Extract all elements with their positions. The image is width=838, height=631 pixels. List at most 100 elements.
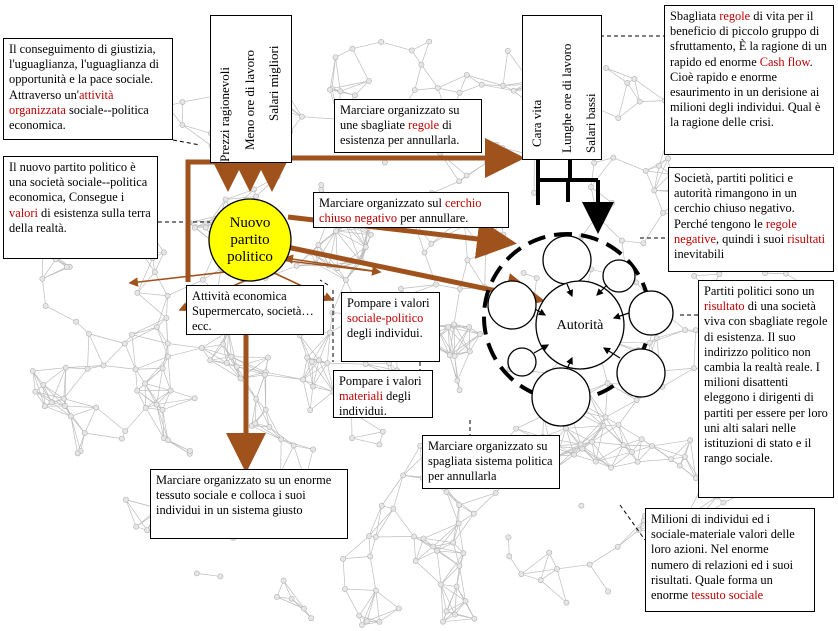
network-node [428, 240, 435, 247]
network-node [470, 510, 477, 517]
network-node [40, 382, 47, 388]
label-long-hours: Lunghe ore di lavoro [559, 43, 574, 153]
network-node [614, 543, 621, 550]
network-node [253, 396, 260, 402]
network-node [290, 442, 297, 449]
box-marciare-sistema: Marciare organizzato su spagliata sistem… [422, 435, 560, 489]
network-node [378, 502, 385, 509]
network-node [307, 407, 314, 414]
box-pompare-materiali: Pompare i valori materiali degli individ… [333, 370, 433, 418]
network-node [372, 587, 379, 594]
network-node [365, 78, 372, 84]
network-node [337, 88, 344, 95]
network-node [308, 615, 315, 622]
network-node [454, 377, 461, 384]
network-node [646, 339, 653, 346]
network-node [440, 618, 446, 625]
new-party-label: Nuovo partito politico [227, 215, 273, 265]
network-node [62, 403, 68, 409]
network-node [586, 561, 593, 568]
satellite-circle [507, 347, 537, 377]
network-node [720, 499, 727, 506]
network-node [159, 406, 166, 413]
network-node [252, 420, 259, 427]
network-node [478, 81, 485, 88]
network-node [265, 354, 271, 361]
box-marciare-regole: Marciare organizzato su une sbagliate re… [334, 99, 482, 153]
network-node [142, 380, 148, 387]
network-node [665, 155, 672, 162]
network-node [376, 618, 383, 625]
network-node [163, 315, 170, 321]
network-node [63, 264, 70, 270]
network-node [81, 430, 88, 436]
network-node [455, 520, 462, 527]
satellite-circle [542, 235, 592, 285]
label-better-salaries: Salari migliori [266, 45, 281, 121]
label-reasonable-prices: Prezzi ragionevoli [217, 67, 232, 162]
network-node [651, 187, 658, 194]
network-node [456, 387, 463, 393]
network-node [222, 196, 229, 203]
network-node [453, 583, 460, 590]
network-node [653, 335, 660, 341]
network-node [39, 275, 46, 282]
authority-label: Autorità [556, 318, 604, 333]
network-node [29, 368, 36, 375]
box-nuovo-partito: Il nuovo partito politico è una società … [3, 156, 158, 259]
network-node [151, 269, 158, 276]
network-node [133, 523, 140, 530]
network-node [492, 490, 499, 496]
network-node [636, 98, 643, 105]
network-node [266, 423, 273, 430]
network-node [640, 240, 647, 247]
network-node [400, 472, 406, 479]
network-node [687, 437, 694, 444]
network-node [615, 421, 622, 428]
network-node [563, 599, 570, 606]
satellite-circle [616, 348, 666, 398]
network-node [376, 441, 383, 448]
network-node [262, 406, 269, 413]
network-node [191, 224, 198, 231]
network-node [164, 340, 171, 347]
network-node [85, 330, 92, 337]
network-node [153, 324, 160, 331]
network-node [591, 159, 598, 166]
network-node [134, 289, 141, 296]
label-fewer-hours: Meno ore di lavoro [242, 49, 257, 150]
network-node [164, 292, 171, 299]
network-node [340, 555, 346, 562]
network-node [463, 72, 470, 78]
network-node [280, 577, 287, 584]
network-node [118, 435, 125, 442]
bad-conditions-box [522, 15, 602, 160]
network-node [464, 257, 471, 264]
network-node [462, 598, 469, 605]
network-node [372, 534, 379, 540]
network-node [378, 39, 385, 45]
satellite-circle [487, 280, 537, 330]
network-node [690, 365, 697, 372]
network-node [615, 115, 622, 121]
network-node [315, 242, 322, 248]
network-node [660, 209, 666, 216]
network-node [411, 87, 418, 93]
network-node [578, 502, 585, 509]
box-marciare-tessuto: Marciare organizzato su un enorme tessut… [150, 469, 348, 539]
network-node [395, 605, 402, 612]
network-node [193, 570, 200, 577]
network-node [165, 437, 171, 444]
satellite-circle [602, 259, 636, 293]
network-node [223, 359, 230, 366]
satellite-circle [628, 290, 674, 336]
network-node [634, 458, 641, 465]
network-node [366, 533, 372, 539]
network-node [649, 443, 656, 449]
network-node [301, 605, 307, 612]
network-node [430, 543, 436, 550]
network-node [411, 533, 417, 540]
network-node [505, 534, 512, 541]
network-node [191, 395, 198, 402]
network-node [364, 618, 370, 625]
